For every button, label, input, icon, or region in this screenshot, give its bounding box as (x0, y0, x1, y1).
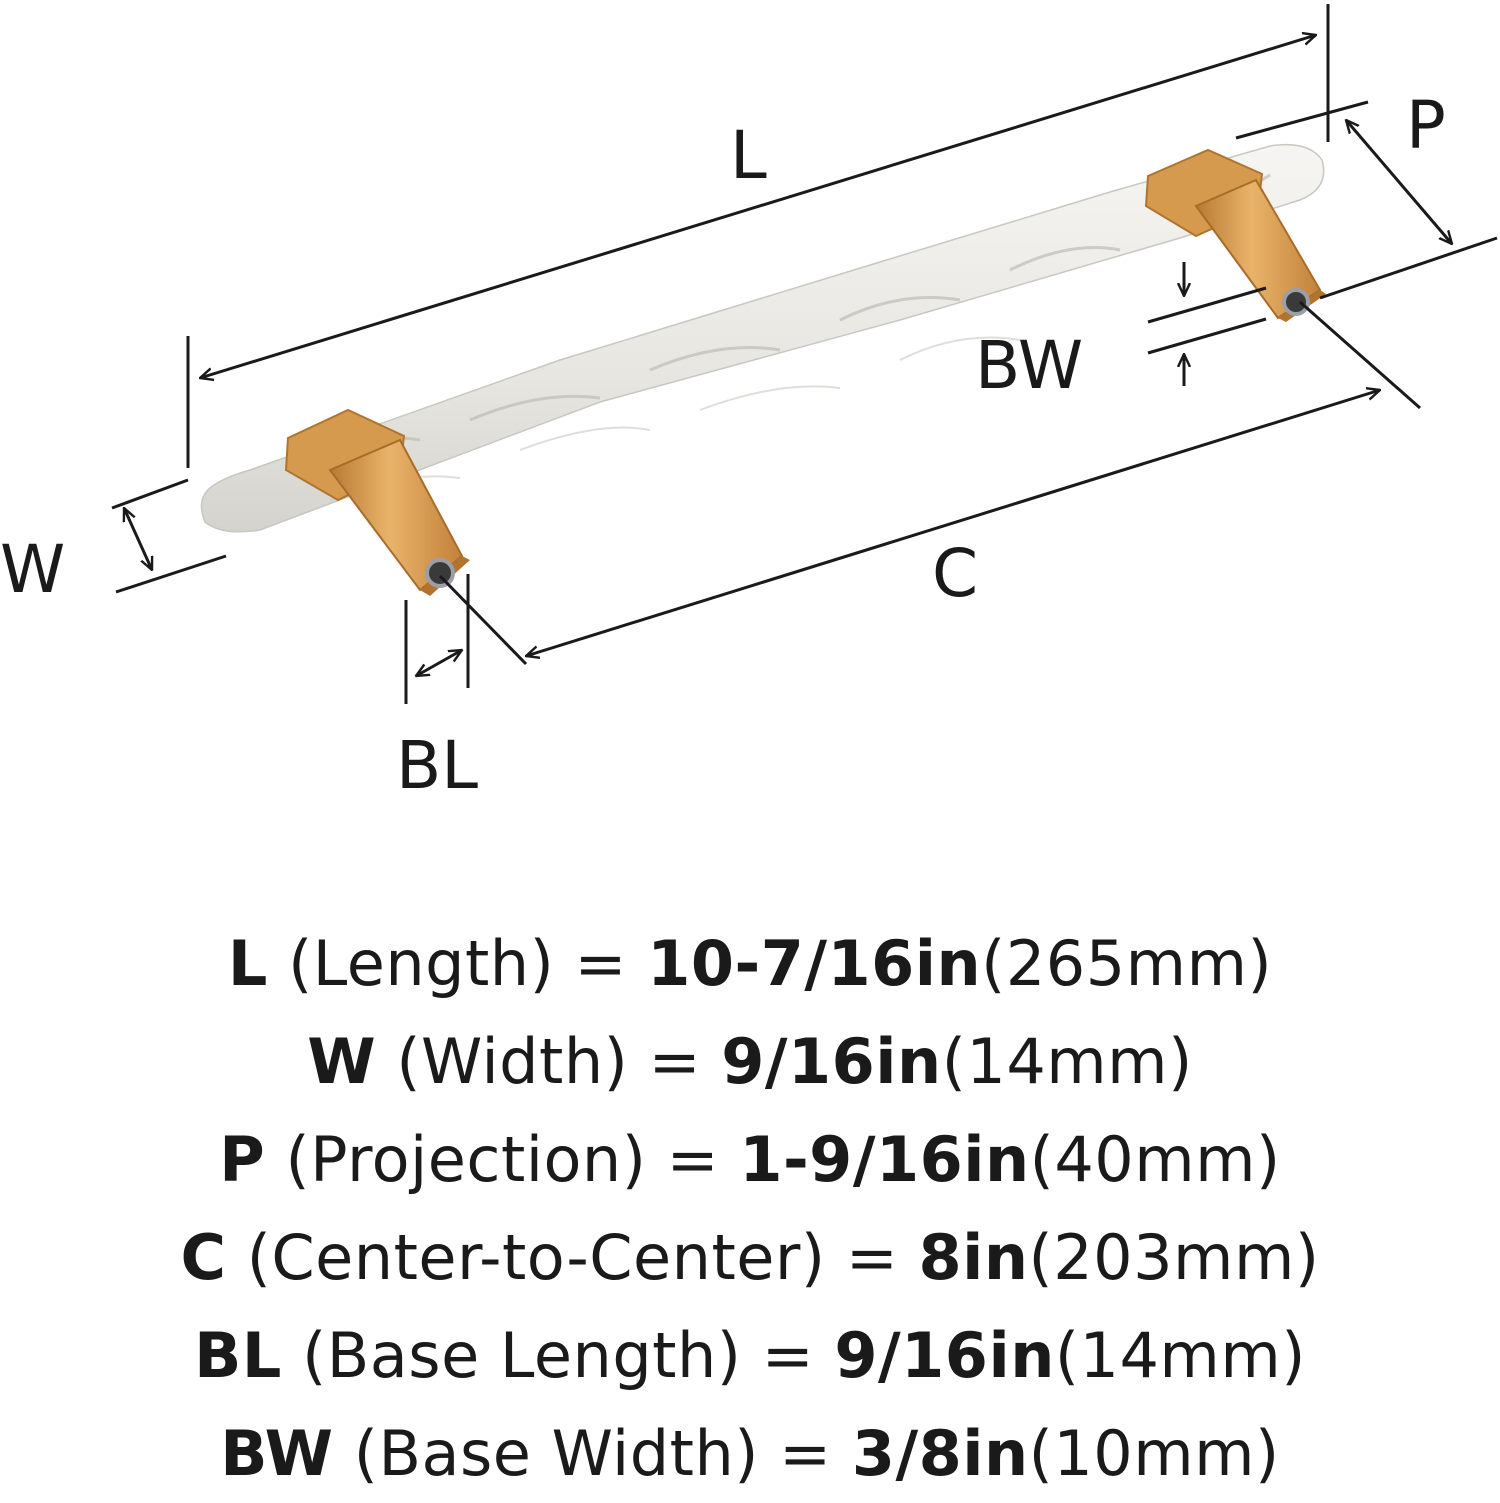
spec-equals: = (666, 1123, 720, 1196)
spec-name: (Base Length) (302, 1319, 742, 1392)
spec-metric: (203mm) (1028, 1221, 1320, 1294)
spec-name: (Width) (396, 1025, 629, 1098)
spec-metric: (265mm) (981, 927, 1273, 1000)
spec-imperial: 9/16in (721, 1025, 942, 1098)
spec-row: BL (Base Length) = 9/16in(14mm) (0, 1307, 1500, 1405)
spec-abbr: BL (194, 1319, 282, 1392)
spec-equals: = (761, 1319, 815, 1392)
spec-row: W (Width) = 9/16in(14mm) (0, 1013, 1500, 1111)
spec-equals: = (574, 927, 627, 1000)
spec-equals: = (845, 1221, 899, 1294)
spec-name: (Projection) (285, 1123, 647, 1196)
spec-abbr: L (227, 927, 268, 1000)
spec-name: (Length) (288, 927, 555, 1000)
spec-abbr: BW (220, 1417, 334, 1490)
spec-imperial: 3/8in (851, 1417, 1029, 1490)
dimension-diagram: L P BW W C BL (0, 4, 1498, 804)
spec-metric: (40mm) (1029, 1123, 1281, 1196)
spec-imperial: 10-7/16in (647, 927, 982, 1000)
label-bw: BW (975, 327, 1083, 404)
label-c: C (932, 535, 978, 612)
specifications-list: L (Length) = 10-7/16in(265mm)W (Width) =… (0, 915, 1500, 1503)
left-post (284, 408, 470, 596)
label-l: L (730, 117, 767, 194)
spec-metric: (10mm) (1028, 1417, 1280, 1490)
spec-row: BW (Base Width) = 3/8in(10mm) (0, 1405, 1500, 1503)
spec-row: P (Projection) = 1-9/16in(40mm) (0, 1111, 1500, 1209)
spec-abbr: C (180, 1221, 227, 1294)
spec-row: L (Length) = 10-7/16in(265mm) (0, 915, 1500, 1013)
spec-row: C (Center-to-Center) = 8in(203mm) (0, 1209, 1500, 1307)
spec-abbr: P (219, 1123, 266, 1196)
spec-name: (Base Width) (353, 1417, 759, 1490)
spec-name: (Center-to-Center) (246, 1221, 826, 1294)
spec-abbr: W (307, 1025, 377, 1098)
spec-equals: = (779, 1417, 832, 1490)
label-w: W (0, 531, 65, 608)
spec-metric: (14mm) (1054, 1319, 1306, 1392)
spec-metric: (14mm) (941, 1025, 1193, 1098)
spec-imperial: 9/16in (834, 1319, 1055, 1392)
label-bl: BL (396, 727, 478, 804)
dimension-lines (111, 4, 1498, 704)
label-p: P (1406, 87, 1446, 164)
spec-imperial: 1-9/16in (739, 1123, 1030, 1196)
spec-imperial: 8in (918, 1221, 1029, 1294)
spec-equals: = (648, 1025, 702, 1098)
